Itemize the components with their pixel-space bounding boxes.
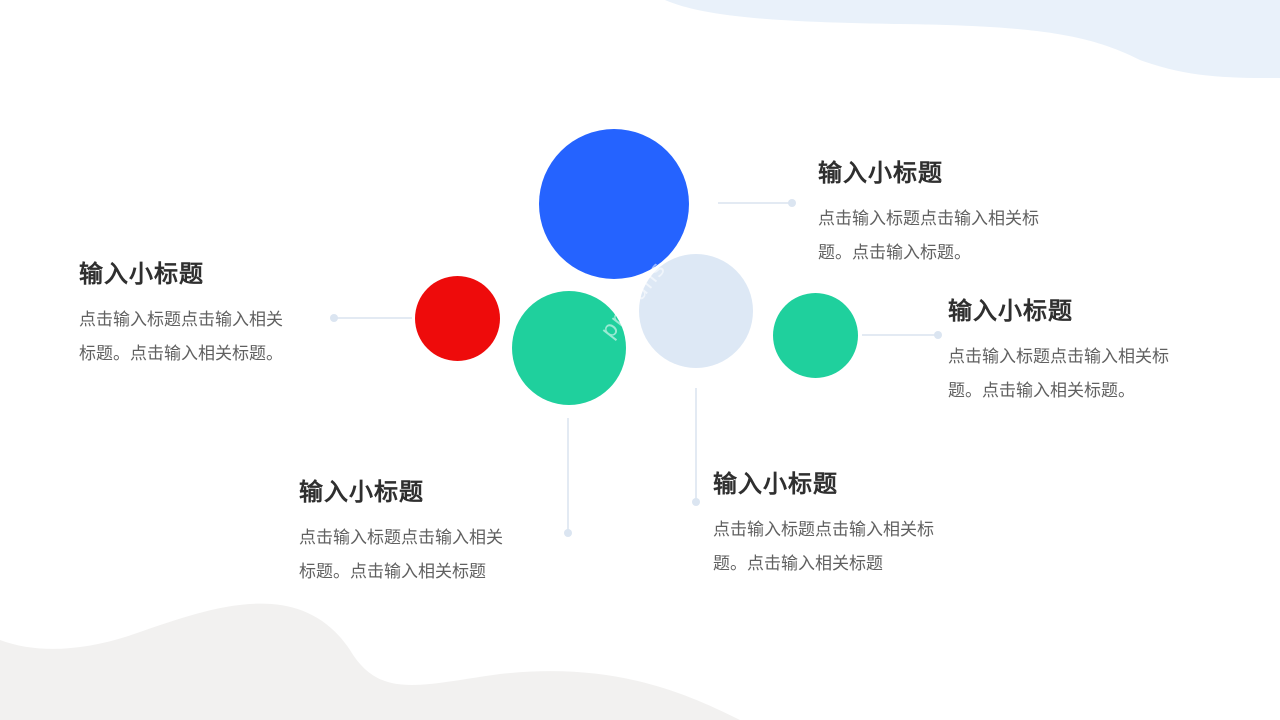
block-description[interactable]: 点击输入标题点击输入相关标 题。点击输入相关标题。 — [948, 340, 1169, 408]
block-title[interactable]: 输入小标题 — [948, 296, 1073, 325]
text-block-right: 输入小标题 点击输入标题点击输入相关标 题。点击输入相关标题。 — [948, 296, 1169, 408]
desc-line: 标题。点击输入相关标题 — [299, 562, 486, 582]
desc-line: 标题。点击输入相关标题。 — [79, 344, 283, 364]
block-description[interactable]: 点击输入标题点击输入相关 标题。点击输入相关标题 — [299, 521, 503, 589]
circle-light-blue — [639, 254, 753, 368]
block-title[interactable]: 输入小标题 — [299, 477, 424, 506]
connector-bottom-left — [567, 418, 569, 533]
connector-dot-top-right — [788, 199, 796, 207]
block-title[interactable]: 输入小标题 — [713, 469, 838, 498]
circle-green-small — [773, 293, 858, 378]
desc-line: 点击输入标题点击输入相关 — [299, 528, 503, 548]
desc-line: 题。点击输入相关标题。 — [948, 381, 1135, 401]
connector-top-right — [718, 202, 792, 204]
connector-dot-left — [330, 314, 338, 322]
top-wave-shape — [665, 0, 1280, 78]
connector-dot-bottom-left — [564, 529, 572, 537]
text-block-left: 输入小标题 点击输入标题点击输入相关 标题。点击输入相关标题。 — [79, 259, 283, 371]
block-description[interactable]: 点击输入标题点击输入相关 标题。点击输入相关标题。 — [79, 303, 283, 371]
circle-blue — [539, 129, 689, 279]
connector-dot-bottom-right — [692, 498, 700, 506]
bottom-wave-shape — [0, 603, 740, 720]
desc-line: 点击输入标题点击输入相关 — [79, 310, 283, 330]
desc-line: 点击输入标题点击输入相关标 — [818, 209, 1039, 229]
block-description[interactable]: 点击输入标题点击输入相关标 题。点击输入相关标题 — [713, 513, 934, 581]
text-block-bottom-left: 输入小标题 点击输入标题点击输入相关 标题。点击输入相关标题 — [299, 477, 503, 589]
text-block-top-right: 输入小标题 点击输入标题点击输入相关标 题。点击输入标题。 — [818, 158, 1039, 270]
block-description[interactable]: 点击输入标题点击输入相关标 题。点击输入标题。 — [818, 202, 1039, 270]
connector-bottom-right — [695, 388, 697, 502]
connector-dot-right — [934, 331, 942, 339]
connector-left — [334, 317, 412, 319]
text-block-bottom-right: 输入小标题 点击输入标题点击输入相关标 题。点击输入相关标题 — [713, 469, 934, 581]
desc-line: 题。点击输入标题。 — [818, 243, 971, 263]
desc-line: 点击输入标题点击输入相关标 — [948, 347, 1169, 367]
block-title[interactable]: 输入小标题 — [79, 259, 204, 288]
desc-line: 题。点击输入相关标题 — [713, 554, 883, 574]
block-title[interactable]: 输入小标题 — [818, 158, 943, 187]
circle-green-large — [512, 291, 626, 405]
circle-red — [415, 276, 500, 361]
connector-right — [862, 334, 938, 336]
desc-line: 点击输入标题点击输入相关标 — [713, 520, 934, 540]
